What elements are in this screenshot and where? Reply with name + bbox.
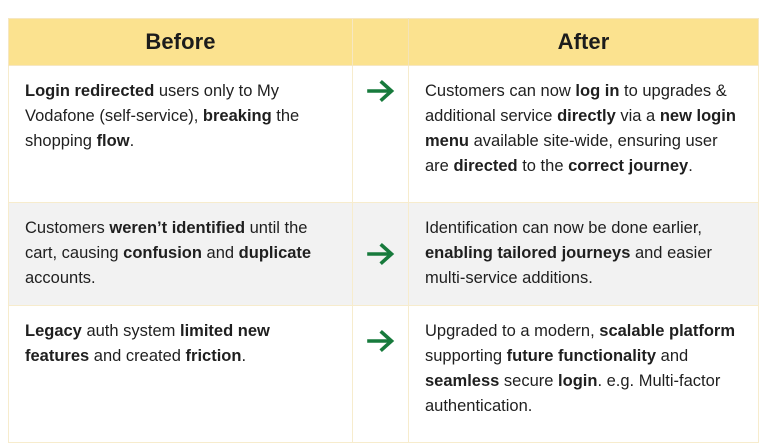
cell-before-2: Customers weren’t identified until the c… xyxy=(8,201,353,307)
arrow-right-icon xyxy=(353,66,408,104)
cell-arrow-1 xyxy=(352,65,409,203)
table-body: Login redirected users only to My Vodafo… xyxy=(8,65,759,443)
cell-before-1: Login redirected users only to My Vodafo… xyxy=(8,65,353,203)
header-row: Before After xyxy=(8,18,759,66)
cell-arrow-3 xyxy=(352,305,409,443)
after-text-2: Identification can now be done earlier, … xyxy=(425,219,713,288)
after-text-1: Customers can now log in to upgrades & a… xyxy=(425,82,736,176)
cell-before-3: Legacy auth system limited new features … xyxy=(8,305,353,443)
column-header-arrow xyxy=(352,18,409,66)
column-header-before: Before xyxy=(8,18,353,66)
cell-after-1: Customers can now log in to upgrades & a… xyxy=(408,65,759,203)
table-row: Customers weren’t identified until the c… xyxy=(8,201,759,307)
cell-after-2: Identification can now be done earlier, … xyxy=(408,201,759,307)
cell-arrow-2 xyxy=(352,201,409,307)
arrow-right-icon xyxy=(353,241,408,267)
before-after-comparison-table: Before After Login redirected users only… xyxy=(8,18,759,443)
before-text-2: Customers weren’t identified until the c… xyxy=(25,219,312,288)
table-header: Before After xyxy=(8,18,759,66)
after-text-3: Upgraded to a modern, scalable platform … xyxy=(425,322,735,416)
arrow-right-icon xyxy=(353,306,408,354)
cell-after-3: Upgraded to a modern, scalable platform … xyxy=(408,305,759,443)
before-text-1: Login redirected users only to My Vodafo… xyxy=(25,82,300,151)
table-row: Legacy auth system limited new features … xyxy=(8,305,759,443)
column-header-after: After xyxy=(408,18,759,66)
before-text-3: Legacy auth system limited new features … xyxy=(25,322,270,366)
table-row: Login redirected users only to My Vodafo… xyxy=(8,65,759,203)
